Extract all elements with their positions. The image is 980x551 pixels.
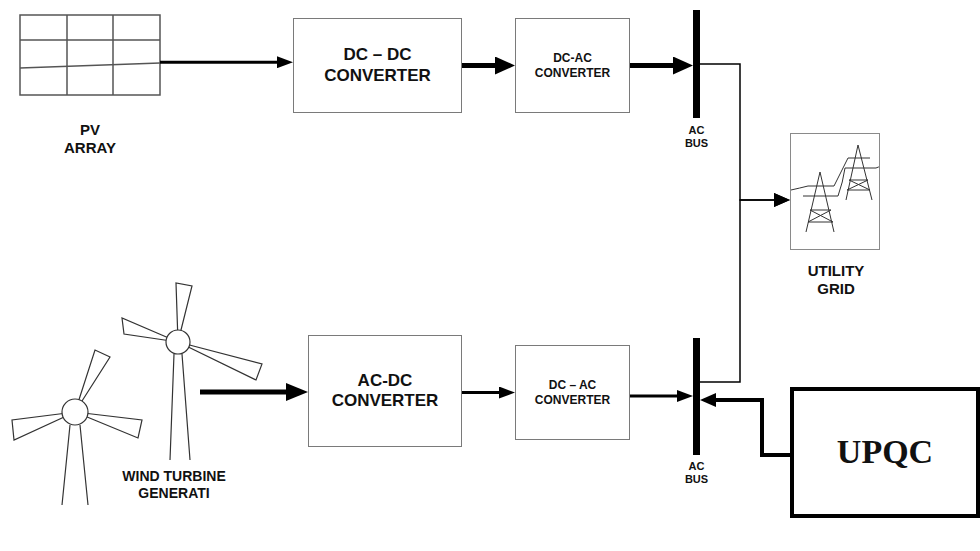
node-label: UTILITY GRID — [796, 262, 876, 298]
box-label: AC-DC CONVERTER — [323, 371, 448, 412]
process-box: AC-DC CONVERTER — [308, 335, 462, 447]
node-label: WIND TURBINE GENERATI — [122, 468, 226, 502]
connector-arrow — [462, 391, 499, 394]
box-label: UPQC — [837, 432, 933, 473]
bus-label: AC BUS — [680, 460, 713, 486]
turbine-tower — [170, 354, 190, 460]
wind-generator: WIND TURBINE GENERATI — [10, 280, 200, 470]
connector-arrow — [716, 400, 790, 455]
connector-arrow — [160, 61, 277, 64]
pv-array: PV ARRAY — [20, 15, 160, 95]
turbine-tower — [62, 425, 88, 505]
connector-arrow — [700, 200, 774, 382]
connector-arrow — [630, 63, 673, 68]
pv-cell-line — [66, 15, 68, 95]
turbine-hub — [62, 399, 88, 425]
bus-bar: AC BUS — [693, 10, 700, 118]
utility-grid: UTILITY GRID — [790, 133, 880, 250]
node-label: PV ARRAY — [60, 121, 120, 157]
bus-bar: AC BUS — [693, 338, 700, 455]
box-label: DC – AC CONVERTER — [529, 378, 617, 407]
transmission-towers — [791, 145, 880, 232]
upqc-box: UPQC — [790, 387, 980, 518]
turbine-hub — [166, 330, 190, 354]
process-box: DC-AC CONVERTER — [515, 18, 630, 113]
connector-arrow — [200, 390, 286, 395]
tower-symbol — [803, 172, 838, 232]
pv-cell-line — [20, 39, 160, 41]
tower-symbol — [845, 145, 876, 200]
box-label: DC – DC CONVERTER — [315, 45, 440, 86]
box-label: DC-AC CONVERTER — [529, 51, 617, 80]
power-line — [791, 158, 880, 196]
pv-cell-line — [20, 63, 160, 68]
process-box: DC – AC CONVERTER — [515, 345, 630, 440]
pv-panel-frame — [20, 15, 160, 95]
turbine-blade — [178, 342, 262, 380]
process-box: DC – DC CONVERTER — [293, 18, 462, 113]
bus-label: AC BUS — [680, 124, 713, 150]
connector-arrow — [462, 63, 495, 68]
pv-cell-line — [112, 15, 114, 95]
pv-panel — [20, 15, 160, 95]
connector-arrow — [700, 64, 774, 200]
connector-arrow — [630, 395, 677, 398]
